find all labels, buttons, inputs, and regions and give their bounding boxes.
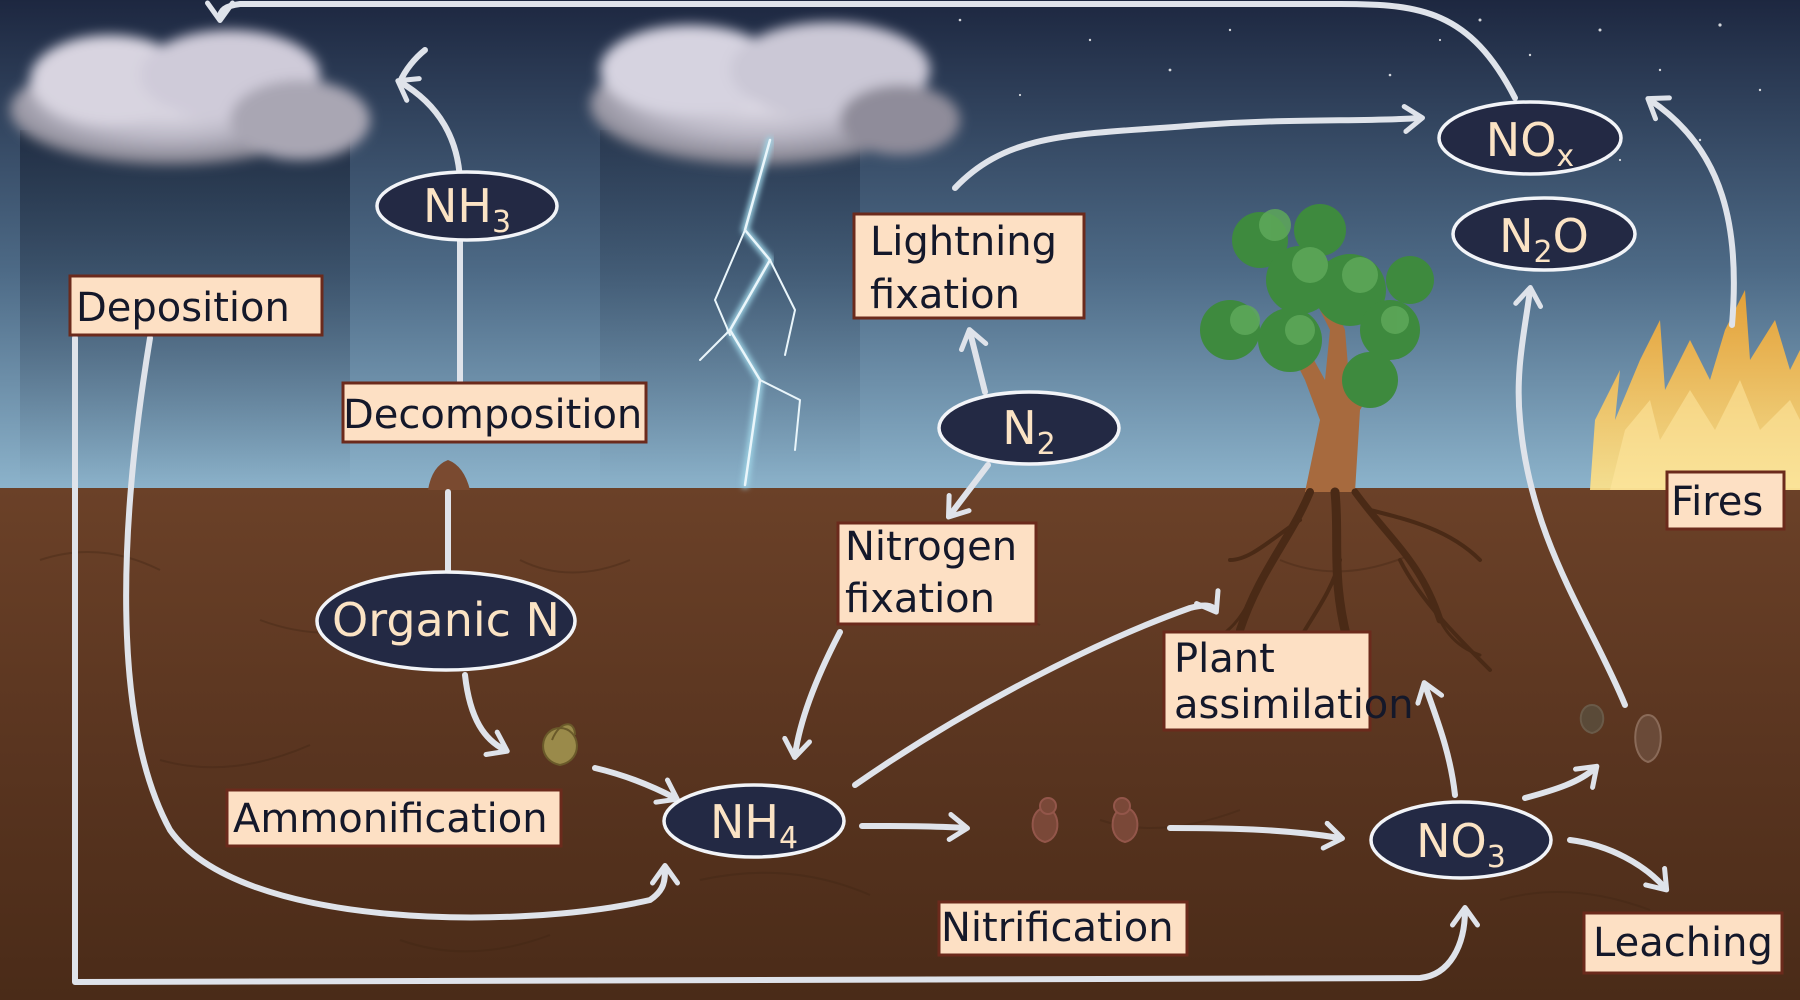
arrow-no3-plant: [1415, 680, 1458, 798]
label-plant-line2: assimilation: [1174, 682, 1414, 728]
label-nitrogen-fixation: Nitrogen fixation: [836, 521, 1038, 626]
label-leaching-text: Leaching: [1593, 920, 1773, 966]
label-decomposition-text: Decomposition: [343, 392, 642, 438]
compound-n2-text: N2: [1002, 401, 1056, 462]
cloud-left-icon: [10, 30, 370, 165]
arrow-n2-nfixation: [945, 462, 991, 520]
bacteria-ammonification-icon: [542, 723, 578, 767]
label-leaching: Leaching: [1582, 911, 1784, 975]
label-decomposition: Decomposition: [341, 381, 648, 444]
storm-cloud-icon: [590, 22, 960, 165]
compound-n2o-text: N2O: [1499, 209, 1589, 270]
arrow-no3-denitrifier: [1522, 763, 1600, 801]
label-plant-assimilation: Plant assimilation: [1162, 630, 1414, 732]
label-lightning-line2: fixation: [870, 272, 1020, 318]
label-fires: Fires: [1665, 470, 1786, 531]
compound-nox: NOx: [1437, 100, 1623, 176]
compound-organic-n: Organic N: [315, 570, 577, 672]
label-lightning-fixation: Lightning fixation: [852, 212, 1086, 320]
arrow-bacteria-no3: [1167, 820, 1345, 851]
label-fires-text: Fires: [1671, 479, 1763, 525]
arrows: [72, 0, 1737, 985]
label-deposition: Deposition: [68, 274, 324, 337]
arrow-no3-leaching: [1567, 837, 1670, 893]
label-nfix-line2: fixation: [845, 576, 995, 622]
compound-nox-text: NOx: [1486, 113, 1574, 174]
arrow-n2-lightning: [959, 327, 989, 395]
compound-n2: N2: [937, 390, 1121, 466]
bacteria-nitrification-2-icon: [1111, 797, 1139, 844]
label-plant-line1: Plant: [1174, 636, 1275, 682]
label-ammonification-text: Ammonification: [233, 796, 548, 842]
compound-n2o: N2O: [1451, 196, 1637, 272]
arrow-bacteria-nh4: [592, 765, 680, 805]
compound-nh4-text: NH4: [710, 795, 798, 856]
dung-pile-icon: [428, 460, 470, 490]
label-deposition-text: Deposition: [76, 285, 290, 331]
arrow-deposition-nh4: [123, 335, 680, 921]
arrow-organic-ammonification: [462, 672, 510, 757]
stars: [958, 18, 1762, 162]
arrow-nh4-plant: [852, 588, 1221, 788]
arrow-top-return: [205, 0, 1518, 101]
bacteria-nitrification-1-icon: [1031, 797, 1059, 844]
label-nitrification: Nitrification: [937, 900, 1189, 957]
arrow-fire-nox: [1645, 95, 1737, 328]
compound-no3-text: NO3: [1416, 814, 1506, 875]
arrow-denitrifier-n2o: [1513, 285, 1628, 708]
label-ammonification: Ammonification: [225, 788, 563, 848]
compound-nh3: NH3: [375, 170, 559, 242]
arrow-nfixation-nh4: [782, 629, 843, 760]
arrow-lightning-nox: [952, 104, 1425, 191]
label-lightning-line1: Lightning: [870, 219, 1057, 265]
compound-nh3-text: NH3: [423, 179, 511, 240]
compound-no3: NO3: [1369, 800, 1553, 880]
bacteria-denitrification-icon: [1579, 703, 1662, 764]
label-nfix-line1: Nitrogen: [845, 524, 1017, 570]
compound-nh4: NH4: [662, 783, 846, 859]
arrow-nh4-nitrification: [859, 812, 970, 842]
lightning-bolt-icon: [699, 136, 801, 489]
compound-organic-n-text: Organic N: [332, 593, 560, 647]
arrow-deposition-no3: [72, 335, 1480, 985]
tree-icon: [1200, 204, 1434, 492]
label-nitrification-text: Nitrification: [941, 905, 1174, 951]
arrow-nh3-to-cloud: [397, 47, 428, 85]
fire-icon: [1590, 290, 1800, 490]
